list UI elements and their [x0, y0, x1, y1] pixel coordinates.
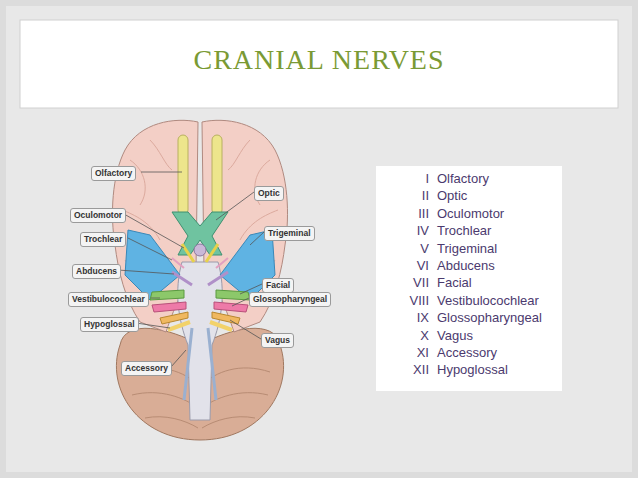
roman-numeral: IX — [389, 310, 429, 326]
nerve-name: Hypoglossal — [84, 319, 135, 329]
nerve-name-cell: Vestibulocochlear — [437, 293, 539, 309]
leader-line — [230, 320, 261, 339]
roman-numeral: VII — [389, 275, 429, 291]
leader-line — [216, 192, 254, 220]
nerve-name-cell: Vagus — [437, 328, 473, 344]
brainstem — [178, 262, 223, 420]
nerve-name: Facial — [266, 280, 290, 290]
nerve-name-cell: Trochlear — [437, 223, 491, 239]
roman-numeral: VI — [389, 258, 429, 274]
abducens-nerve — [172, 272, 228, 285]
nerve-label: Trochlear — [80, 232, 126, 247]
leader-line — [250, 232, 264, 245]
nerve-name: Glossopharyngeal — [253, 294, 327, 304]
nerve-name-cell: Accessory — [437, 345, 497, 361]
roman-numeral: VIII — [389, 293, 429, 309]
leader-line — [118, 270, 174, 274]
optic-chiasm — [172, 212, 228, 255]
olfactory-nerve — [212, 135, 222, 215]
nerve-label: Abducens — [72, 264, 121, 279]
accessory-nerve — [184, 328, 216, 400]
slide-background — [6, 6, 632, 472]
nerve-name-cell: Oculomotor — [437, 206, 504, 222]
leader-line — [151, 298, 160, 299]
leader-line — [171, 350, 186, 367]
roman-numeral: XI — [389, 345, 429, 361]
leader-lines — [118, 172, 264, 367]
facial-nerve — [150, 290, 184, 300]
nerve-name: Trochlear — [84, 234, 122, 244]
pituitary — [194, 244, 206, 256]
leader-line — [128, 238, 172, 260]
nerve-name: Olfactory — [95, 168, 132, 178]
roman-numeral: II — [389, 188, 429, 204]
nerve-name-cell: Glossopharyngeal — [437, 310, 542, 326]
glossopharyngeal-nerve — [214, 302, 248, 312]
roman-numeral: V — [389, 241, 429, 257]
hypoglossal-nerve — [168, 322, 232, 330]
nerve-label: Optic — [254, 186, 284, 201]
nerve-name: Accessory — [125, 363, 168, 373]
nerve-name: Abducens — [76, 266, 117, 276]
leader-line — [141, 172, 182, 173]
nerve-name: Vagus — [265, 335, 290, 345]
nerve-label: Accessory — [121, 361, 172, 376]
roman-numeral: III — [389, 206, 429, 222]
nerve-name-cell: Hypoglossal — [437, 362, 508, 378]
nerve-label: Vestibulocochlear — [68, 292, 149, 307]
roman-numeral: XII — [389, 362, 429, 378]
nerve-name: Vestibulocochlear — [72, 294, 145, 304]
nerve-label: Hypoglossal — [80, 317, 139, 332]
nerve-name-cell: Optic — [437, 188, 467, 204]
leader-line — [136, 323, 170, 328]
leader-line — [124, 214, 184, 248]
leader-line — [232, 298, 249, 306]
table-panel — [376, 166, 562, 391]
nerve-name: Oculomotor — [74, 210, 122, 220]
nerve-name-cell: Facial — [437, 275, 472, 291]
nerve-label: Oculomotor — [70, 208, 126, 223]
nerve-name-cell: Olfactory — [437, 171, 489, 187]
nerve-name: Optic — [258, 188, 280, 198]
glossopharyngeal-nerve — [152, 302, 186, 312]
nerve-label: Vagus — [261, 333, 294, 348]
nerve-name-cell: Trigeminal — [437, 241, 497, 257]
nerve-label: Facial — [262, 278, 294, 293]
roman-numeral: I — [389, 171, 429, 187]
nerve-label: Trigeminal — [264, 226, 315, 241]
nerve-name: Trigeminal — [268, 228, 311, 238]
oculomotor-nerve — [182, 244, 218, 262]
olfactory-nerve — [178, 135, 188, 215]
trochlear-nerve — [172, 258, 228, 268]
nerve-label: Glossopharyngeal — [249, 292, 331, 307]
slide-title: CRANIAL NERVES — [20, 44, 618, 76]
nerve-name-cell: Abducens — [437, 258, 495, 274]
roman-numeral: X — [389, 328, 429, 344]
roman-numeral: IV — [389, 223, 429, 239]
nerve-label: Olfactory — [91, 166, 136, 181]
title-band — [20, 20, 618, 108]
trigeminal-nerve — [125, 230, 180, 300]
